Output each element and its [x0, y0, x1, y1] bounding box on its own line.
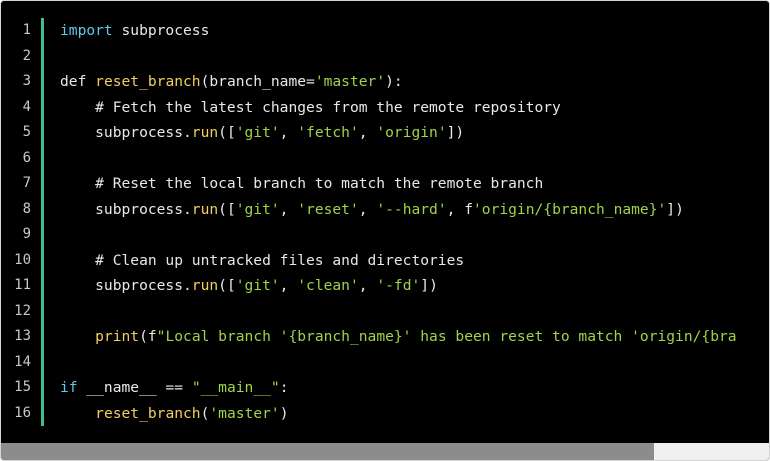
code-token: ): — [385, 73, 403, 90]
code-line — [60, 350, 737, 376]
line-number: 13 — [14, 328, 31, 344]
horizontal-scrollbar[interactable] — [1, 443, 769, 460]
code-line: subprocess.run(['git', 'clean', '-fd']) — [60, 273, 737, 299]
code-line: if __name__ == "__main__": — [60, 375, 737, 401]
code-token: , — [279, 124, 298, 141]
code-token: run — [191, 277, 219, 294]
code-token: , — [358, 277, 377, 294]
code-token: ([ — [218, 277, 236, 294]
code-line: subprocess.run(['git', 'reset', '--hard'… — [60, 197, 737, 223]
code-token: # Reset the local branch to match the re… — [60, 175, 544, 192]
code-token: import — [60, 22, 113, 39]
code-token: reset_branch — [95, 404, 201, 422]
code-token: , — [279, 200, 298, 218]
line-number: 3 — [22, 73, 31, 89]
code-token — [60, 405, 95, 422]
line-number: 5 — [22, 124, 31, 140]
code-line: # Reset the local branch to match the re… — [60, 171, 737, 197]
code-token: 'master' — [209, 404, 280, 422]
code-token: (f — [139, 328, 157, 345]
code-token: run — [191, 124, 219, 141]
code-token: : — [279, 379, 289, 396]
code-token: "__main__" — [191, 379, 280, 396]
scrollbar-thumb[interactable] — [1, 443, 654, 460]
code-token — [60, 328, 95, 345]
code-line: print(f"Local branch '{branch_name}' has… — [60, 324, 737, 350]
line-number: 1 — [22, 22, 31, 38]
code-token: ]) — [666, 200, 684, 218]
code-token: run — [191, 200, 219, 218]
code-token: , — [358, 124, 377, 141]
code-token: ]) — [446, 124, 465, 141]
code-token: ( — [200, 404, 210, 422]
code-line — [60, 222, 737, 248]
line-number: 15 — [14, 379, 31, 395]
line-number: 6 — [22, 149, 31, 166]
code-token: ([ — [218, 200, 236, 218]
code-token: 'git' — [235, 200, 280, 218]
code-token: # Fetch the latest changes from the remo… — [60, 98, 561, 116]
code-token: 'reset' — [297, 200, 359, 218]
code-token: 'fetch' — [297, 124, 359, 141]
code-line — [60, 299, 737, 325]
line-number: 8 — [22, 200, 31, 217]
code-token: 'master' — [314, 73, 386, 90]
line-number: 4 — [22, 98, 31, 115]
code-token: , — [358, 200, 377, 218]
code-line: subprocess.run(['git', 'fetch', 'origin'… — [60, 120, 737, 146]
code-line — [60, 44, 737, 70]
code-token: 'origin' — [376, 124, 447, 141]
code-token: __name__ == — [77, 379, 192, 396]
code-lines: import subprocess def reset_branch(branc… — [60, 18, 737, 426]
code-token: # Clean up untracked files and directori… — [60, 251, 465, 269]
code-token: '--hard' — [376, 200, 447, 218]
line-number: 2 — [22, 47, 31, 64]
line-number: 10 — [14, 251, 31, 268]
code-token: subprocess. — [60, 200, 192, 218]
line-number: 12 — [14, 302, 31, 319]
code-token: "Local branch '{branch_name}' has been r… — [156, 328, 737, 345]
line-number: 9 — [22, 226, 31, 242]
code-line: # Clean up untracked files and directori… — [60, 248, 737, 274]
code-line — [60, 146, 737, 172]
line-number: 7 — [22, 175, 31, 191]
code-token: (branch_name= — [200, 73, 315, 90]
code-token: print — [95, 328, 140, 345]
code-line: import subprocess — [60, 18, 737, 44]
code-token: def — [60, 73, 96, 90]
code-token: , f — [446, 200, 473, 218]
code-line: def reset_branch(branch_name='master'): — [60, 69, 737, 95]
code-token: 'origin/{branch_name}' — [473, 200, 667, 218]
code-token: ]) — [420, 277, 438, 294]
code-token: reset_branch — [95, 73, 201, 90]
code-token: ) — [279, 404, 289, 422]
code-token: if — [60, 379, 78, 396]
code-token: 'git' — [235, 124, 280, 141]
code-token: subprocess. — [60, 124, 192, 141]
code-token: 'git' — [235, 277, 280, 294]
code-token: subprocess — [112, 22, 210, 39]
code-line: # Fetch the latest changes from the remo… — [60, 95, 737, 121]
code-line: reset_branch('master') — [60, 401, 737, 427]
line-number: 14 — [14, 353, 31, 370]
gutter-accent-bar — [41, 18, 44, 426]
code-token: subprocess. — [60, 277, 192, 294]
code-token: ([ — [218, 124, 236, 141]
line-number: 11 — [14, 277, 31, 293]
line-number: 16 — [14, 404, 31, 421]
code-token: , — [279, 277, 298, 294]
code-token: 'clean' — [297, 277, 359, 294]
code-token: '-fd' — [376, 277, 421, 294]
